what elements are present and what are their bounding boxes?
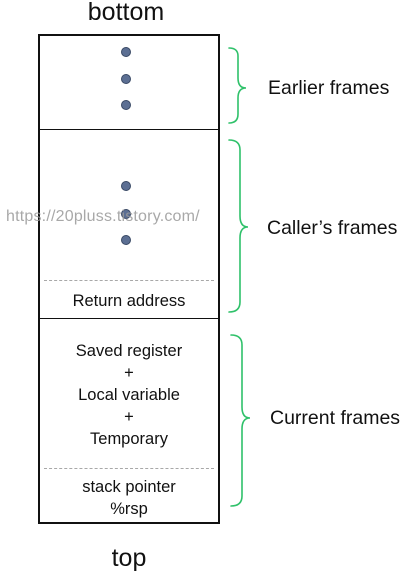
current-frame-line: Local variable	[78, 386, 180, 404]
ellipsis-dot	[121, 235, 131, 245]
current-frames-bracket	[230, 334, 251, 507]
stack-pointer-line: stack pointer	[82, 478, 176, 496]
current-frame-line: +	[124, 408, 134, 426]
ellipsis-dot	[121, 100, 131, 110]
top-label: top	[111, 544, 147, 572]
stack-pointer-separator	[44, 468, 214, 469]
current-frame-line: +	[124, 364, 134, 382]
caller-frames-label: Caller’s frames	[267, 217, 398, 239]
earlier-frames-label: Earlier frames	[268, 77, 390, 99]
return-address-separator	[44, 280, 214, 281]
caller-frames-bracket	[228, 139, 249, 313]
stack-pointer-line: %rsp	[110, 500, 148, 518]
bottom-label: bottom	[87, 0, 165, 26]
ellipsis-dot	[121, 181, 131, 191]
ellipsis-dot	[121, 209, 131, 219]
current-frames-label: Current frames	[270, 407, 401, 429]
watermark-text: https://20pluss.tistory.com/	[6, 208, 200, 225]
ellipsis-dot	[121, 47, 131, 57]
current-frame-line: Saved register	[75, 342, 183, 360]
earlier-frames-separator	[40, 129, 218, 130]
stack-box	[38, 34, 220, 524]
return-address-label: Return address	[72, 292, 186, 310]
ellipsis-dot	[121, 74, 131, 84]
current-frame-line: Temporary	[90, 430, 168, 448]
caller-frames-separator	[40, 318, 218, 319]
earlier-frames-bracket	[228, 47, 247, 124]
